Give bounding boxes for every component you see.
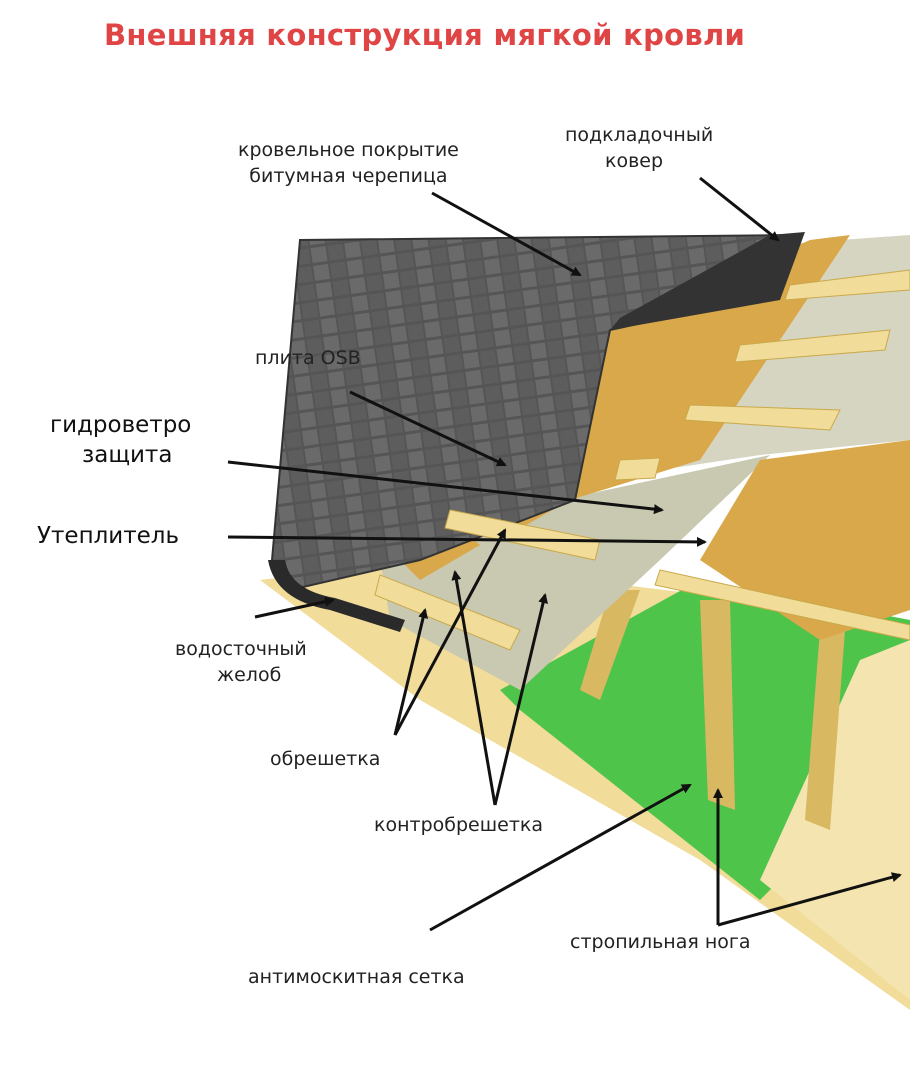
label-batten: обрешетка <box>270 748 381 770</box>
osb-panel <box>500 235 850 540</box>
label-underlay: подкладочный ковер <box>565 122 713 174</box>
label-rafter: стропильная нога <box>570 931 751 953</box>
batten <box>684 404 841 431</box>
batten <box>734 329 891 363</box>
label-hydro-line1: гидроветро <box>50 412 192 438</box>
label-insulation: Утеплитель <box>37 523 180 549</box>
label-gutter-line1: водосточный <box>175 638 307 660</box>
gutter <box>268 560 405 632</box>
arrow-hydro <box>227 460 664 515</box>
label-gutter-line2: желоб <box>217 664 282 686</box>
batten <box>374 574 521 651</box>
label-roofing: кровельное покрытие битумная черепица <box>238 137 459 189</box>
arrow-gutter <box>254 596 335 619</box>
arrow-insulation <box>227 535 707 547</box>
arrow-rafter-2 <box>717 872 902 927</box>
rafter-lower-right <box>760 640 910 1000</box>
arrow-counter-1 <box>451 570 497 806</box>
label-roofing-line1: кровельное покрытие <box>238 139 459 161</box>
arrow-osb <box>349 390 507 467</box>
rafter <box>700 600 735 810</box>
label-roofing-line2: битумная черепица <box>249 165 448 187</box>
label-mosquito-net: антимоскитная сетка <box>248 966 465 988</box>
batten <box>614 457 661 481</box>
arrow-net <box>429 783 692 932</box>
arrow-counter-2 <box>493 593 549 806</box>
label-gutter: водосточный желоб <box>175 636 307 688</box>
arrow-underlay <box>699 176 780 242</box>
label-underlay-line2: ковер <box>605 150 664 172</box>
arrow-batten-1 <box>393 608 428 736</box>
label-counter-batten: контробрешетка <box>374 814 544 836</box>
diagram-title: Внешняя конструкция мягкой кровли <box>104 18 746 52</box>
label-hydro: гидроветро защита <box>50 410 191 470</box>
batten <box>784 269 910 301</box>
rafter <box>580 590 640 700</box>
batten <box>654 569 910 641</box>
batten <box>444 509 601 561</box>
label-osb: плита OSB <box>255 347 361 369</box>
rafter <box>805 630 845 830</box>
arrow-roofing <box>431 191 582 277</box>
underlay-strip <box>610 232 805 330</box>
label-hydro-line2: защита <box>82 442 173 468</box>
label-underlay-line1: подкладочный <box>565 124 714 146</box>
arrow-batten-2 <box>393 528 507 736</box>
